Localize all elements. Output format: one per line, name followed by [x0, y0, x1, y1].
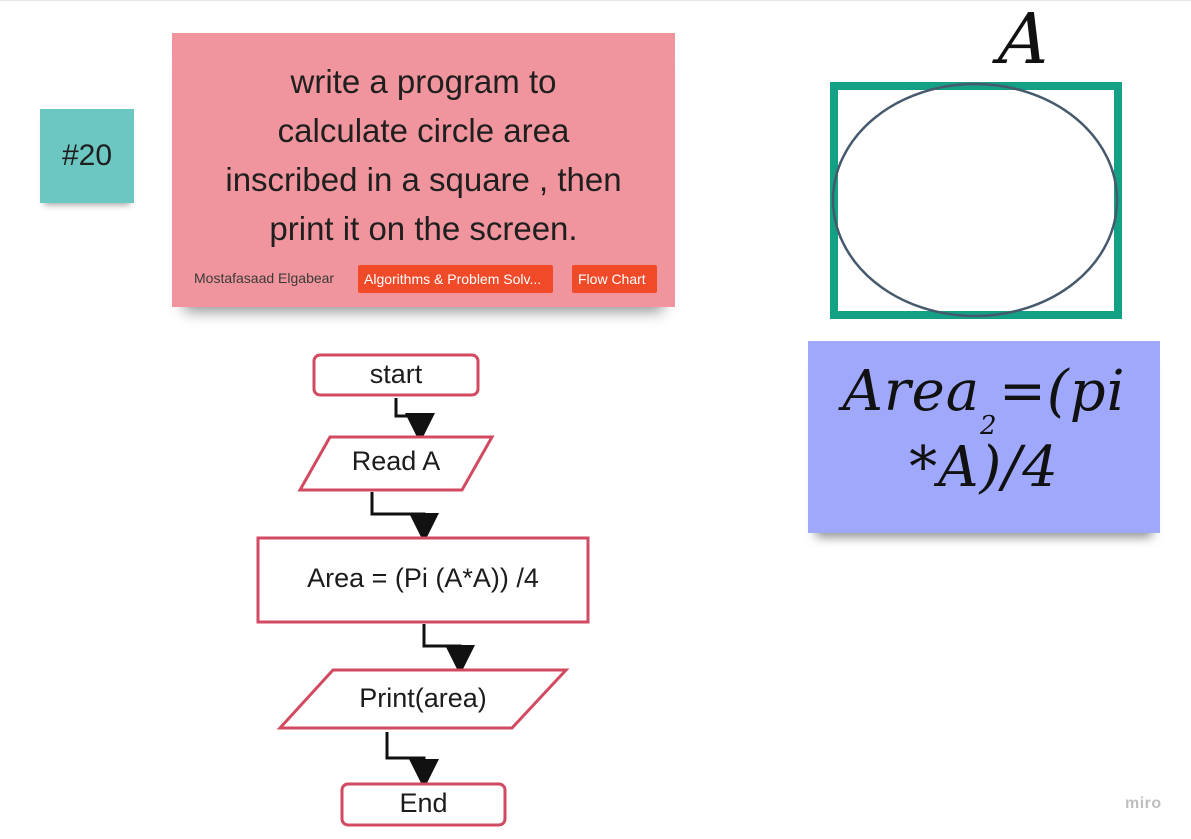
connector-start-to-input[interactable] [394, 398, 435, 443]
formula-sticky-note[interactable]: Area =(pi *A)/4 2 [808, 341, 1160, 533]
task-line-3: inscribed in a square , then [225, 161, 622, 198]
card-author: Mostafasaad Elgabear [194, 270, 335, 286]
top-border [0, 0, 1191, 1]
formula-line-2: *A)/4 [909, 435, 1059, 500]
number-sticky-note[interactable]: #20 [40, 109, 134, 203]
square-circle-drawing[interactable] [820, 0, 1140, 330]
tag-algorithms[interactable]: Algorithms & Problem Solv... [358, 265, 553, 293]
end-label: End [399, 788, 448, 818]
output-label: Print(area) [359, 683, 487, 713]
task-line-4: print it on the screen. [269, 210, 578, 247]
task-line-2: calculate circle area [277, 112, 570, 149]
input-node[interactable] [297, 435, 495, 492]
connector-process-to-output[interactable] [422, 624, 475, 675]
task-description: write a program to calculate circle area… [182, 57, 665, 253]
process-node[interactable] [256, 536, 590, 624]
process-label: Area = (Pi (A*A)) /4 [307, 563, 539, 593]
circle-shape [831, 82, 1119, 318]
miro-logo: miro [1125, 795, 1162, 812]
formula-superscript: 2 [980, 411, 997, 441]
start-label: start [369, 359, 423, 389]
connector-input-to-process[interactable] [370, 492, 439, 543]
tag-flow-chart[interactable]: Flow Chart [572, 265, 657, 293]
sticky-number: #20 [61, 139, 113, 172]
task-line-1: write a program to [290, 63, 557, 100]
start-node[interactable] [312, 353, 480, 397]
output-node[interactable] [276, 668, 570, 730]
formula-line-1: Area =(pi [842, 359, 1126, 424]
end-node[interactable] [340, 782, 507, 827]
input-label: Read A [351, 446, 441, 476]
connector-output-to-end[interactable] [385, 732, 439, 789]
task-card[interactable]: write a program to calculate circle area… [172, 33, 675, 307]
